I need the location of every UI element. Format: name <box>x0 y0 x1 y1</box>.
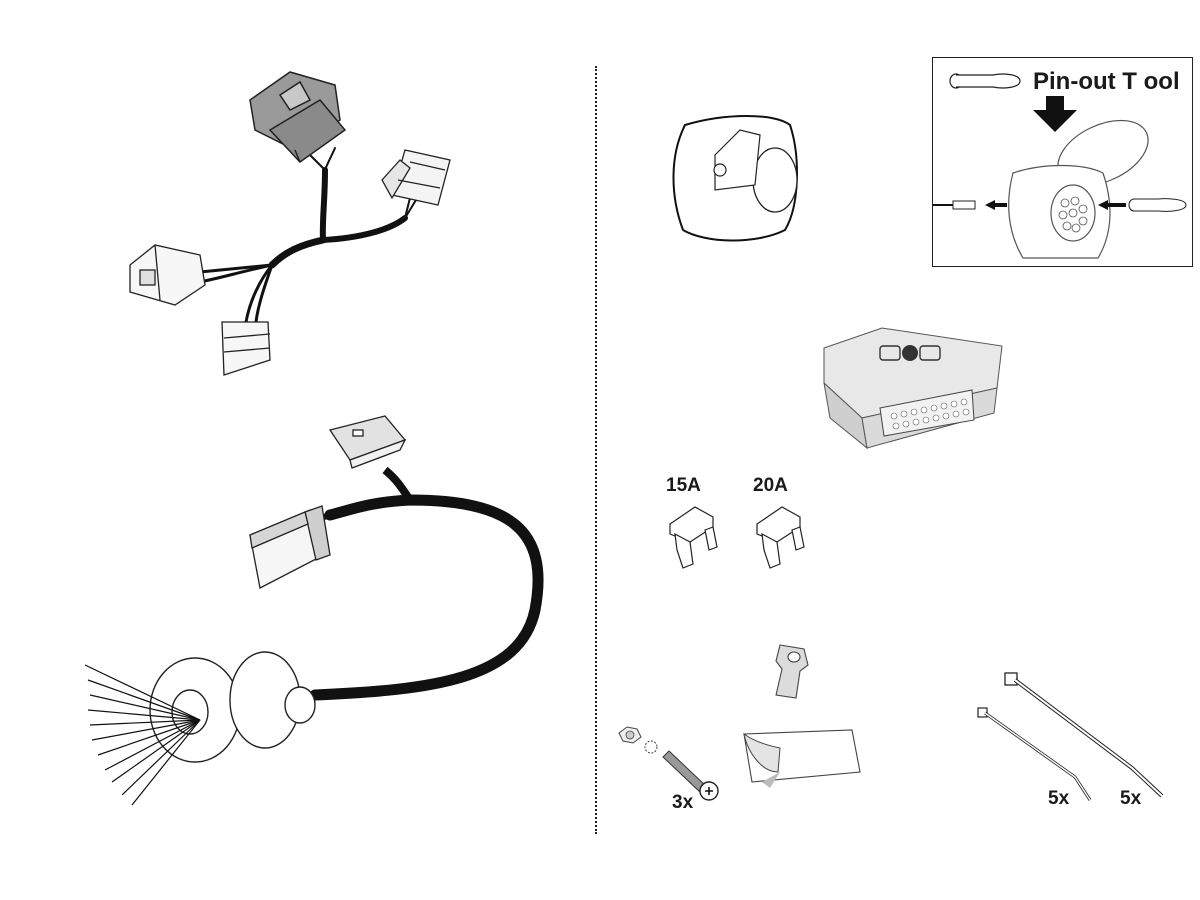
main-cable <box>309 494 544 701</box>
white-connector-plug <box>249 505 331 589</box>
cable-tie-large-icon <box>1004 672 1164 798</box>
pin-insert-right-illustration <box>1098 198 1187 212</box>
adhesive-pad-icon <box>743 729 861 788</box>
pin-extract-left-illustration <box>933 200 1007 210</box>
control-module-illustration <box>823 327 1003 450</box>
fuse-20a-icon <box>756 506 805 569</box>
pinout-tool-panel: Pin-out T ool <box>932 57 1193 267</box>
socket-plate-rear <box>229 651 316 749</box>
pinout-tool-icon <box>949 73 1021 89</box>
socket-open-lid-illustration <box>1008 119 1149 259</box>
branch-cable-top <box>382 466 414 503</box>
pinout-tool-label: Pin-out T ool <box>1033 68 1180 95</box>
cable-tie-small-quantity: 5x <box>1048 788 1070 809</box>
grey-multipin-connector <box>249 71 347 163</box>
white-connector-left <box>129 244 206 306</box>
cable-tie-small-icon <box>977 707 1092 801</box>
ground-lug-icon <box>775 644 809 699</box>
down-arrow-icon <box>1033 96 1077 132</box>
fuse-15a-icon <box>669 506 718 569</box>
white-connector-bottom <box>221 321 271 376</box>
fuse-15a-label: 15A <box>666 475 701 496</box>
loose-wire-pins <box>84 664 201 806</box>
trailer-socket-illustration <box>672 115 798 242</box>
screw-nut-washer-icon <box>618 726 719 801</box>
white-connector-top <box>328 415 407 469</box>
section-divider <box>595 66 597 834</box>
vehicle-harness-illustration <box>129 71 451 376</box>
harness-cables <box>198 147 417 324</box>
module-brand-logo <box>879 345 941 361</box>
socket-harness-illustration <box>84 415 544 806</box>
white-connector-right <box>381 149 451 206</box>
screws-quantity-label: 3x <box>672 792 694 813</box>
fuse-20a-label: 20A <box>753 475 788 496</box>
cable-tie-large-quantity: 5x <box>1120 788 1142 809</box>
